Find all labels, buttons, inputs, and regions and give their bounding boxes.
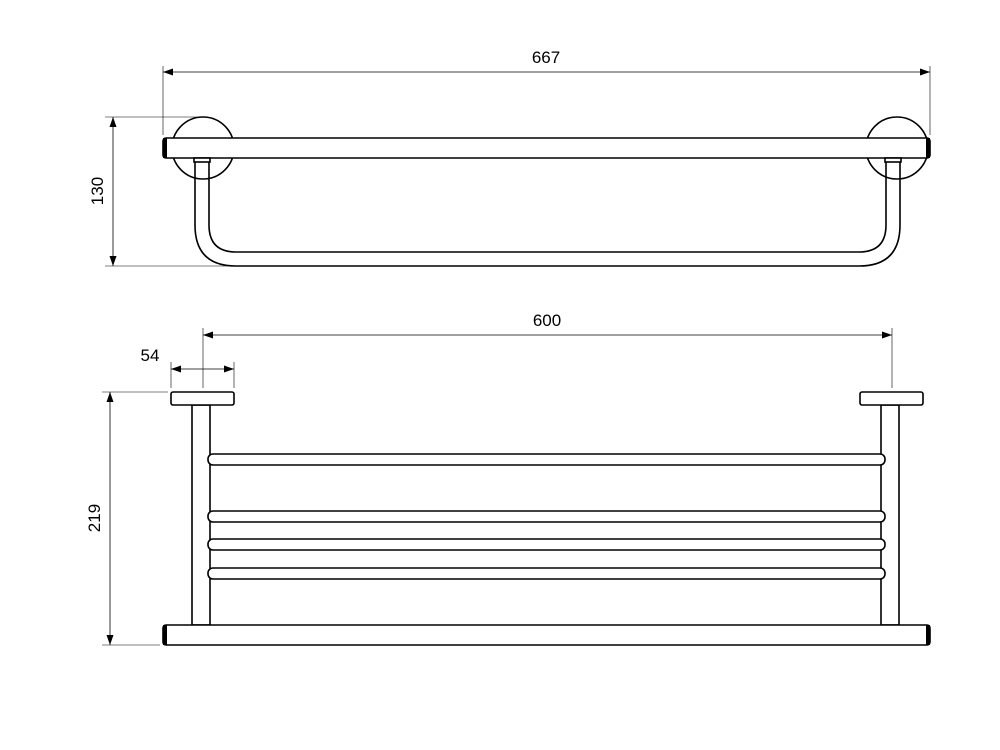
top-shelf-bar <box>162 137 931 159</box>
dim-text-front-flange: 54 <box>141 346 160 365</box>
lower-rail-inner <box>208 160 887 253</box>
shelf-rail-4 <box>207 567 886 580</box>
front-lower-left-cap <box>163 625 167 645</box>
right-flange <box>859 391 924 406</box>
top-shelf-right-cap <box>926 138 930 158</box>
lower-rail-outer <box>194 160 901 267</box>
dim-text-front-height: 219 <box>85 504 104 532</box>
shelf-rail-1 <box>207 453 886 466</box>
dim-text-top-height: 130 <box>88 177 107 205</box>
left-connector <box>193 157 211 163</box>
shelf-rail-3 <box>207 538 886 551</box>
front-lower-bar <box>162 624 931 646</box>
top-view: 667 130 <box>88 48 931 267</box>
shelf-rail-2 <box>207 510 886 523</box>
front-lower-right-cap <box>926 625 930 645</box>
front-view: 600 54 219 <box>85 311 931 646</box>
right-connector <box>884 157 902 163</box>
dim-text-front-width: 600 <box>533 311 561 330</box>
left-flange <box>170 391 235 406</box>
dim-text-top-width: 667 <box>532 48 560 67</box>
top-shelf-left-cap <box>163 138 167 158</box>
